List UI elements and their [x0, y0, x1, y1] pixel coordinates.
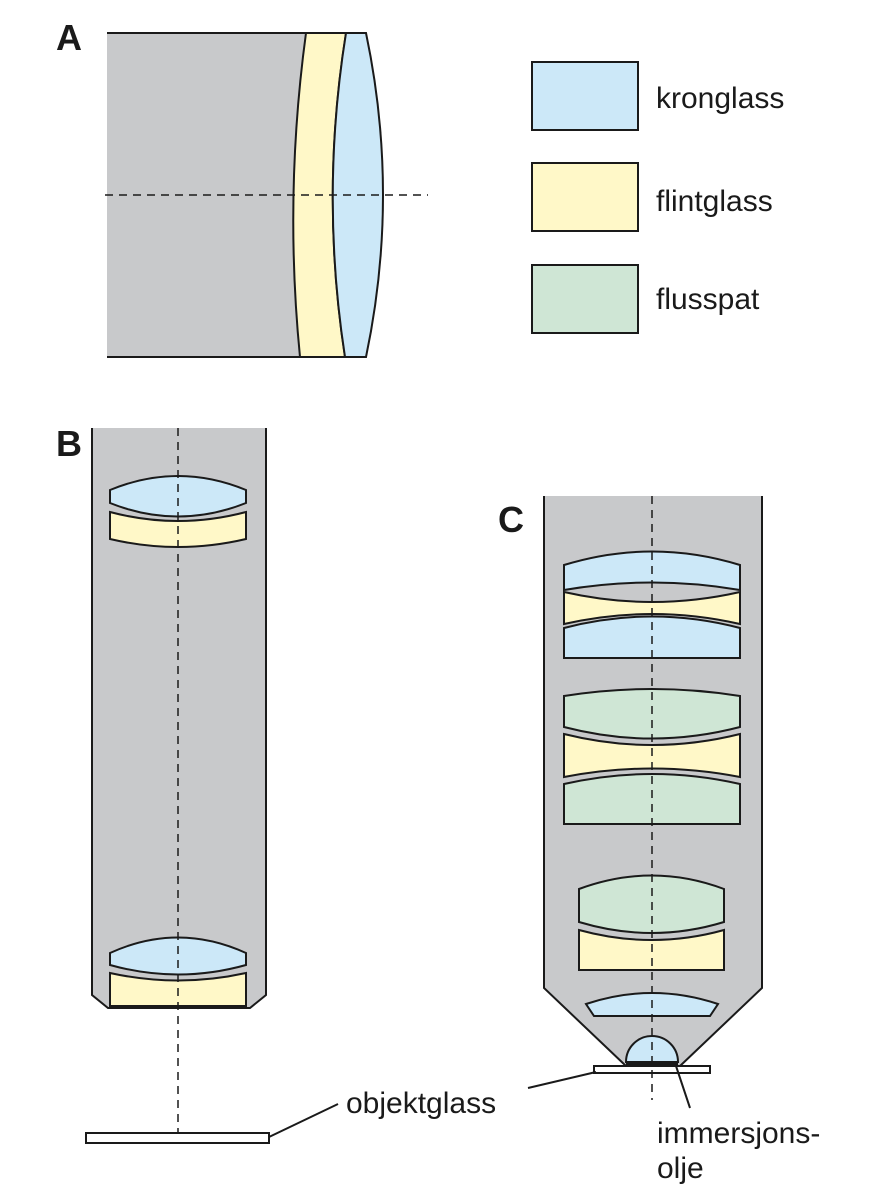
panel-b-upper-crown-lens: [109, 475, 247, 518]
panel-b-slide: [85, 1132, 270, 1144]
panel-a: A: [56, 17, 428, 358]
callout-objektglass: objektglass: [346, 1087, 496, 1120]
legend-label-flusspat: flusspat: [656, 283, 760, 316]
panel-b-housing-outline: [91, 428, 267, 1009]
legend: kronglass flintglass flusspat: [531, 61, 784, 334]
callout-immersjonsolje-line2: olje: [657, 1152, 704, 1185]
legend-swatch-flintglass: [531, 162, 639, 232]
oil-leader: [675, 1065, 691, 1109]
legend-label-flintglass: flintglass: [656, 185, 773, 218]
legend-label-kronglass: kronglass: [656, 82, 784, 115]
panel-c-housing-right-edge: [679, 496, 763, 1067]
panel-b-label: B: [56, 423, 82, 464]
panel-a-label: A: [56, 17, 82, 58]
panel-c: C: [498, 496, 763, 1109]
slide-leader-b: [268, 1103, 339, 1138]
callout-immersjonsolje-line1: immersjons-: [657, 1117, 820, 1150]
panel-b: B: [56, 423, 339, 1144]
legend-swatch-flusspat: [531, 264, 639, 334]
panel-c-triplet2-fluorite-bottom: [563, 773, 741, 825]
panel-b-lower-crown-lens: [109, 936, 247, 976]
panel-b-housing: [92, 428, 266, 1008]
panel-c-label: C: [498, 499, 524, 540]
slide-leader-c: [527, 1071, 597, 1089]
legend-swatch-kronglass: [531, 61, 639, 131]
panel-c-housing-left-edge: [543, 496, 627, 1067]
